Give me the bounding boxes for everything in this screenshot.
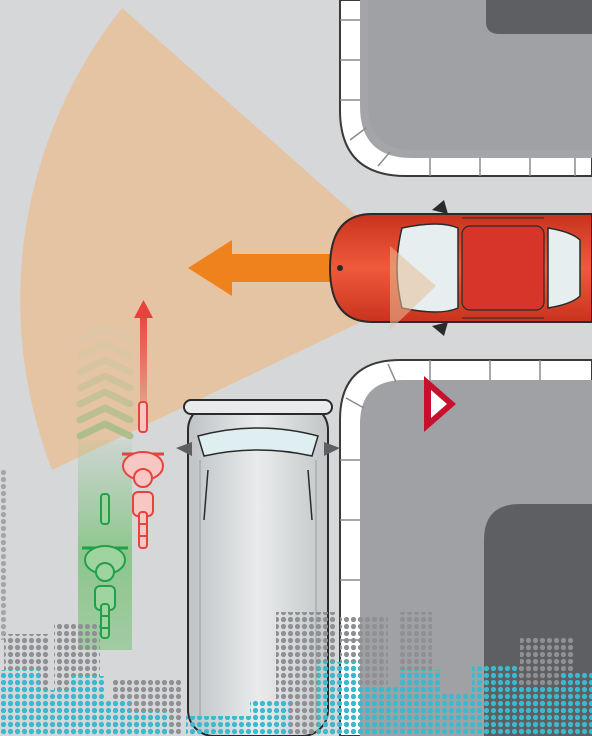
warning-triangle-icon: [424, 376, 456, 432]
foreground-water-blue: [0, 662, 592, 736]
path-chevrons: [76, 324, 134, 440]
up-arrow-icon: [134, 300, 153, 416]
left-edge-dots: [0, 470, 7, 640]
cyclist-safe: [82, 493, 128, 639]
sensor-cone-tip: [390, 246, 436, 330]
left-arrow-icon: [188, 240, 330, 296]
red-car: [328, 200, 592, 336]
upper-right-block: [339, 0, 592, 177]
cyclist-detected: [122, 401, 164, 549]
